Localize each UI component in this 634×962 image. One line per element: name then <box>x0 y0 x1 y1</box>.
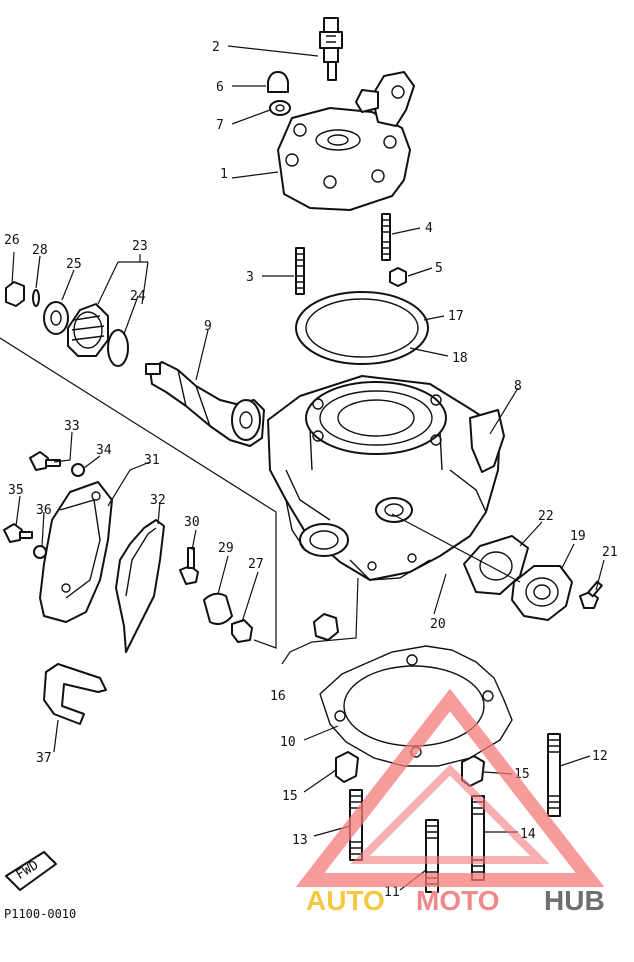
cover-gasket-32 <box>115 519 165 653</box>
flange-bolt <box>579 580 603 609</box>
callout-22: 22 <box>538 509 554 524</box>
diagram-reference-code: P1100-0010 <box>4 907 76 921</box>
callout-31: 31 <box>144 453 160 468</box>
head-washer <box>269 100 291 116</box>
callout-33: 33 <box>64 419 80 434</box>
automotohub-watermark: AUTO MOTO HUB <box>295 688 605 916</box>
head-gasket-inner <box>305 298 419 358</box>
callout-17: 17 <box>448 309 464 324</box>
callout-36: 36 <box>36 503 52 518</box>
callout-20: 20 <box>430 617 446 632</box>
callout-11: 11 <box>384 885 400 900</box>
callout-25: 25 <box>66 257 82 272</box>
bolt-30 <box>179 547 199 585</box>
callout-30: 30 <box>184 515 200 530</box>
dowel-pin-left <box>335 751 359 783</box>
callout-35: 35 <box>8 483 24 498</box>
o-ring-28 <box>32 289 40 307</box>
callout-29: 29 <box>218 541 234 556</box>
callout-32: 32 <box>150 493 166 508</box>
callout-1: 1 <box>220 167 228 182</box>
callout-5: 5 <box>435 261 443 276</box>
callout-21: 21 <box>602 545 618 560</box>
callout-24: 24 <box>130 289 146 304</box>
callout-16: 16 <box>270 689 286 704</box>
stud-bolt-4 <box>381 213 391 261</box>
cap-26 <box>5 281 25 307</box>
callout-9: 9 <box>204 319 212 334</box>
collar-27 <box>231 619 253 643</box>
callout-18: 18 <box>452 351 468 366</box>
bracket-37 <box>43 663 107 725</box>
clip-29 <box>203 592 233 625</box>
watermark-moto: MOTO <box>416 885 499 916</box>
callout-7: 7 <box>216 118 224 133</box>
stud-bolt-3 <box>295 247 305 295</box>
cylinder-head <box>277 71 415 211</box>
callout-19: 19 <box>570 529 586 544</box>
callout-34: 34 <box>96 443 112 458</box>
exhaust-flange <box>511 565 573 621</box>
callout-6: 6 <box>216 80 224 95</box>
callout-4: 4 <box>425 221 433 236</box>
washer-34 <box>71 463 85 477</box>
stud-14 <box>471 795 485 881</box>
callout-8: 8 <box>514 379 522 394</box>
callout-28: 28 <box>32 243 48 258</box>
bearing-25 <box>43 301 69 335</box>
fwd-arrow: FWD <box>5 851 57 891</box>
head-gasket-outer <box>295 291 429 365</box>
cap-nut <box>267 71 289 93</box>
water-pump-cover <box>39 481 113 623</box>
nut-5 <box>389 267 407 287</box>
watermark-auto: AUTO <box>306 885 385 916</box>
callout-37: 37 <box>36 751 52 766</box>
stud-12 <box>547 733 561 817</box>
watermark-hub: HUB <box>544 885 605 916</box>
cylinder-block <box>267 375 505 581</box>
leader-lines <box>0 45 605 891</box>
bolt-33 <box>29 451 61 471</box>
callout-15-left: 15 <box>282 789 298 804</box>
o-ring-24 <box>107 329 129 367</box>
callout-26: 26 <box>4 233 20 248</box>
bolt-35 <box>3 523 33 543</box>
watermark-triangle <box>295 688 605 887</box>
callout-2: 2 <box>212 40 220 55</box>
washer-36 <box>33 545 47 559</box>
callout-12: 12 <box>592 749 608 764</box>
exhaust-gasket <box>463 535 529 595</box>
callout-27: 27 <box>248 557 264 572</box>
callout-23: 23 <box>132 239 148 254</box>
callout-3: 3 <box>246 270 254 285</box>
pulley-23 <box>67 303 109 357</box>
power-valve-assembly <box>145 361 265 447</box>
spark-plug <box>319 17 343 81</box>
callout-14: 14 <box>520 827 536 842</box>
callout-10: 10 <box>280 735 296 750</box>
nut-16 <box>313 613 339 641</box>
callout-numbers: 1 2 3 4 5 6 7 8 9 10 11 12 13 14 15 15 1… <box>4 40 618 900</box>
callout-13: 13 <box>292 833 308 848</box>
